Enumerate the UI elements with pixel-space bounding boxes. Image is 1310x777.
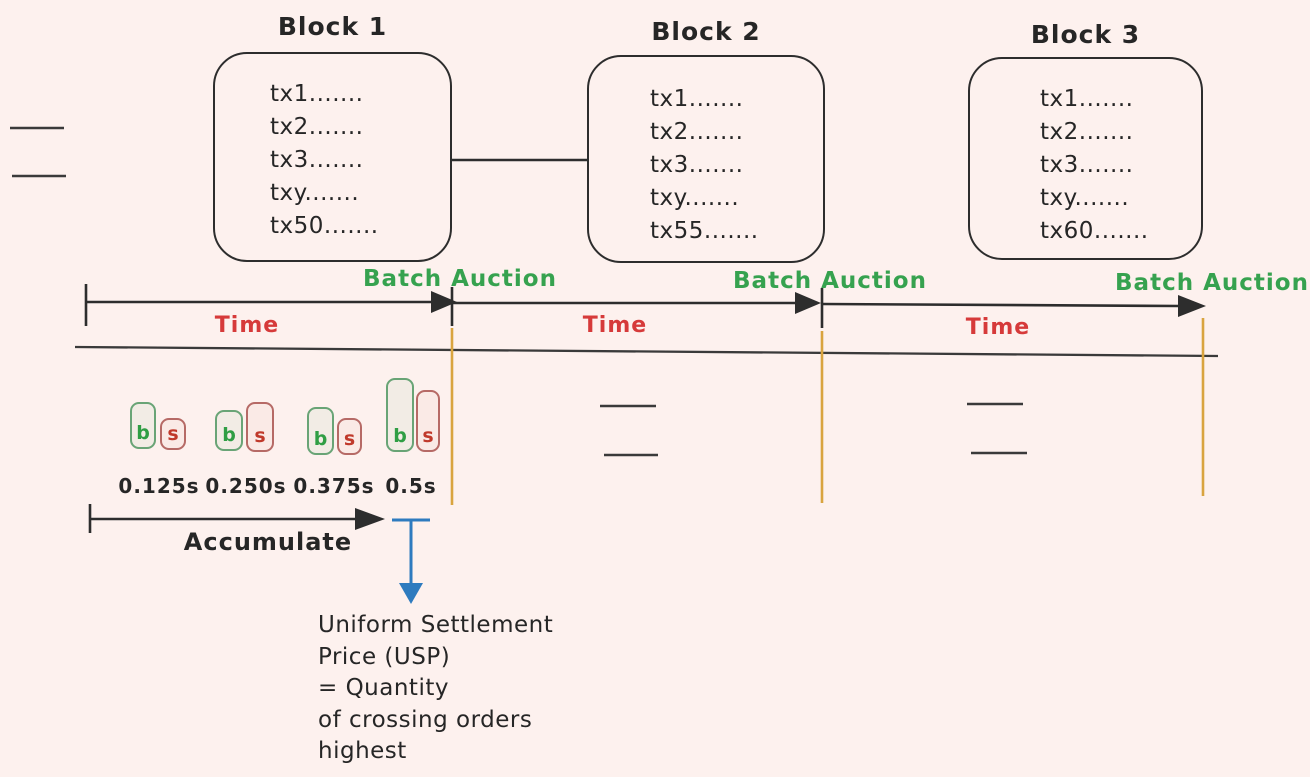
buy-letter: b xyxy=(313,428,328,450)
block1-box: tx1....... tx2....... tx3....... txy....… xyxy=(213,52,452,262)
tx-line: tx2....... xyxy=(270,114,364,140)
block3-title: Block 3 xyxy=(1030,20,1141,49)
tx-line: txy....... xyxy=(1040,185,1130,211)
accumulate-arrowhead xyxy=(355,508,385,530)
time-label-2: Time xyxy=(582,313,648,338)
timeline-baseline xyxy=(74,345,1219,358)
block2-box: tx1....... tx2....... tx3....... txy....… xyxy=(587,55,825,263)
tx-line: tx3....... xyxy=(650,152,744,178)
buy-letter: b xyxy=(136,422,150,444)
timeline-arrowhead-1 xyxy=(431,291,457,313)
tx-line: txy....... xyxy=(270,180,360,206)
tx-line: tx1....... xyxy=(1040,86,1134,112)
tx-line: tx3....... xyxy=(1040,152,1134,178)
tx-line: tx55....... xyxy=(650,218,759,244)
block1-title: Block 1 xyxy=(277,12,388,41)
duration-label-4: 0.5s xyxy=(385,474,437,498)
usp-note-line: Uniform Settlement xyxy=(318,612,554,638)
buy-letter: b xyxy=(222,424,236,446)
sell-orders-box: s xyxy=(246,402,274,452)
sell-letter: s xyxy=(343,428,356,450)
tx-line: tx60....... xyxy=(1040,218,1149,244)
buy-orders-box: b xyxy=(307,407,334,455)
timeline-arrowhead-3 xyxy=(1178,295,1206,317)
usp-note: Uniform Settlement Price (USP) = Quantit… xyxy=(318,610,553,768)
tx-line: tx3....... xyxy=(270,147,364,173)
sell-orders-box: s xyxy=(337,418,362,455)
timeline-arrow-3 xyxy=(821,302,1181,308)
duration-label-3: 0.375s xyxy=(293,474,375,498)
tx-line: tx1....... xyxy=(270,81,364,107)
usp-note-line: = Quantity xyxy=(318,675,449,701)
buy-letter: b xyxy=(393,425,407,447)
tx-line: tx50....... xyxy=(270,213,379,239)
block1-tx-list: tx1....... tx2....... tx3....... txy....… xyxy=(270,78,379,243)
sell-letter: s xyxy=(422,425,434,447)
tx-line: txy....... xyxy=(650,185,740,211)
block2-tx-list: tx1....... tx2....... tx3....... txy....… xyxy=(650,83,759,248)
buy-orders-box: b xyxy=(386,378,414,452)
usp-note-line: Price (USP) xyxy=(318,643,451,670)
usp-pointer-arrowhead xyxy=(399,583,423,604)
sell-orders-box: s xyxy=(416,390,440,452)
batch-auction-label-3: Batch Auction xyxy=(1115,270,1309,296)
batch-auction-label-1: Batch Auction xyxy=(363,266,557,292)
sell-orders-box: s xyxy=(160,418,186,450)
block2-title: Block 2 xyxy=(651,17,761,46)
usp-note-line: highest xyxy=(318,738,407,764)
block3-tx-list: tx1....... tx2....... tx3....... txy....… xyxy=(1040,83,1149,248)
sell-letter: s xyxy=(167,423,179,445)
batch-auction-label-2: Batch Auction xyxy=(733,268,927,294)
buy-orders-box: b xyxy=(130,402,156,449)
usp-note-line: of crossing orders xyxy=(318,706,533,733)
timeline-arrowhead-2 xyxy=(795,292,821,314)
tx-line: tx2....... xyxy=(1040,119,1134,145)
accumulate-label: Accumulate xyxy=(183,528,353,556)
tx-line: tx2....... xyxy=(650,119,744,145)
sell-letter: s xyxy=(254,425,266,447)
time-label-1: Time xyxy=(214,313,280,338)
duration-label-1: 0.125s xyxy=(118,474,200,498)
block3-box: tx1....... tx2....... tx3....... txy....… xyxy=(968,57,1203,260)
tx-line: tx1....... xyxy=(650,86,744,112)
time-label-3: Time xyxy=(965,315,1031,340)
duration-label-2: 0.250s xyxy=(205,474,287,498)
buy-orders-box: b xyxy=(215,410,243,451)
